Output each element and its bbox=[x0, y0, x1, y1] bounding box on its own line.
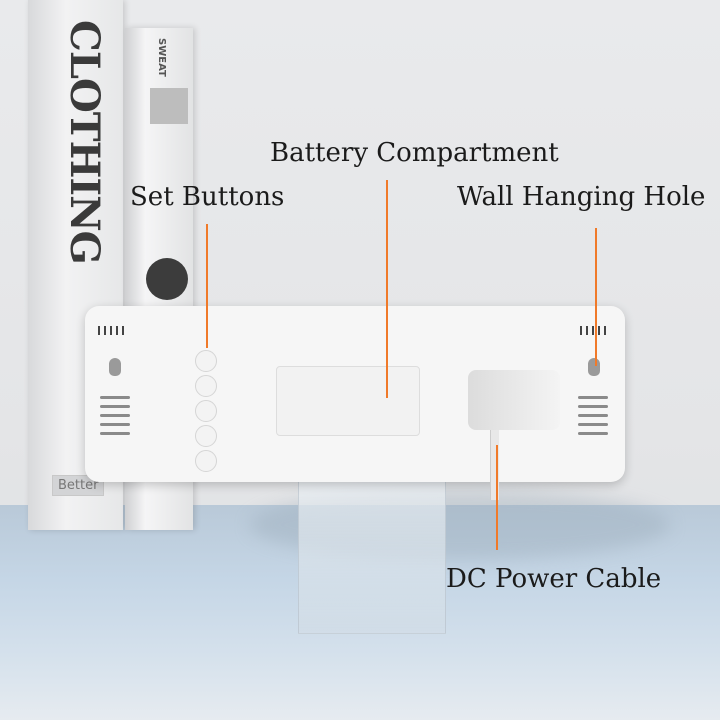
power-cable bbox=[490, 430, 499, 500]
speaker-slots-left bbox=[100, 396, 130, 435]
vent-top-right bbox=[580, 326, 606, 335]
vent-top-left bbox=[98, 326, 124, 335]
book-spine-text: SWEAT bbox=[156, 38, 167, 77]
book-spine-block bbox=[150, 88, 188, 124]
callout-line-set-buttons bbox=[206, 224, 208, 348]
label-dc-power-cable: DC Power Cable bbox=[446, 564, 662, 594]
callout-line-dc-cable bbox=[496, 445, 498, 550]
callout-line-battery bbox=[386, 180, 388, 398]
label-battery-compartment: Battery Compartment bbox=[270, 138, 559, 168]
callout-line-wall-hole bbox=[595, 228, 597, 366]
acrylic-stand bbox=[298, 478, 446, 634]
set-buttons bbox=[195, 350, 217, 472]
speaker-slots-right bbox=[578, 396, 608, 435]
battery-cover bbox=[276, 366, 420, 436]
wall-hole-right-icon bbox=[588, 358, 600, 376]
book-spine-disc bbox=[146, 258, 188, 300]
dc-port bbox=[468, 370, 560, 430]
wall-hole-left-icon bbox=[109, 358, 121, 376]
book-title: CLOTHING bbox=[61, 20, 108, 264]
label-set-buttons: Set Buttons bbox=[130, 182, 285, 212]
label-wall-hanging-hole: Wall Hanging Hole bbox=[457, 182, 706, 212]
